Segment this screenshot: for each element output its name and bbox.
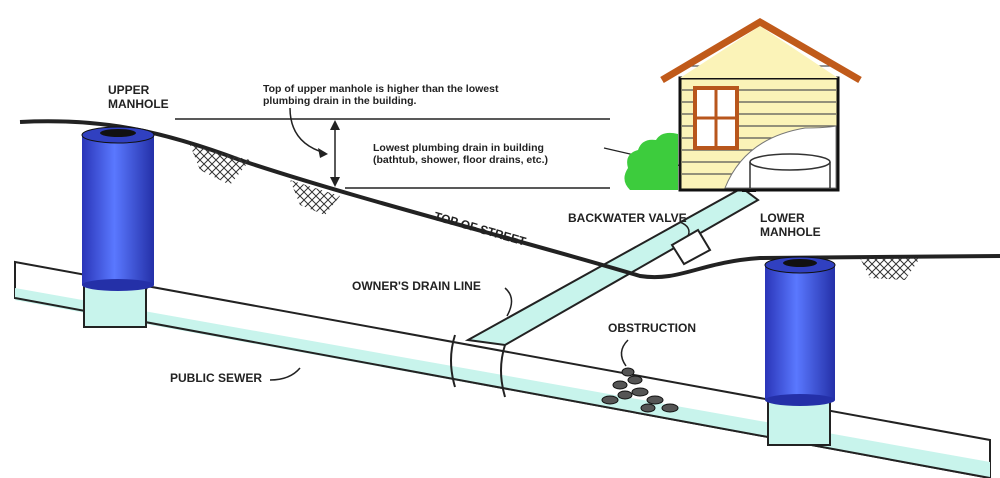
public-sewer-pipe [14,260,991,478]
lowest-drain-note: Lowest plumbing drain in building(bathtu… [373,142,549,167]
lower-manhole [764,256,836,446]
soil-hatch [860,258,920,280]
top-manhole-note: Top of upper manhole is higher than the … [263,83,499,108]
backwater-valve-label: BACKWATER VALVE [568,211,687,225]
house [624,17,862,192]
owners-drain-line-label: OWNER'S DRAIN LINE [352,279,481,293]
obstruction-debris [601,367,679,413]
backwater-valve [670,228,712,266]
bathtub [749,153,831,171]
soil-hatch [190,145,250,185]
public-sewer-label: PUBLIC SEWER [170,371,263,385]
soil-hatch [290,180,340,215]
owners-drain-line-pipe [464,178,760,347]
bush [624,132,678,190]
upper-manhole [81,126,155,328]
obstruction-label: OBSTRUCTION [608,321,696,335]
